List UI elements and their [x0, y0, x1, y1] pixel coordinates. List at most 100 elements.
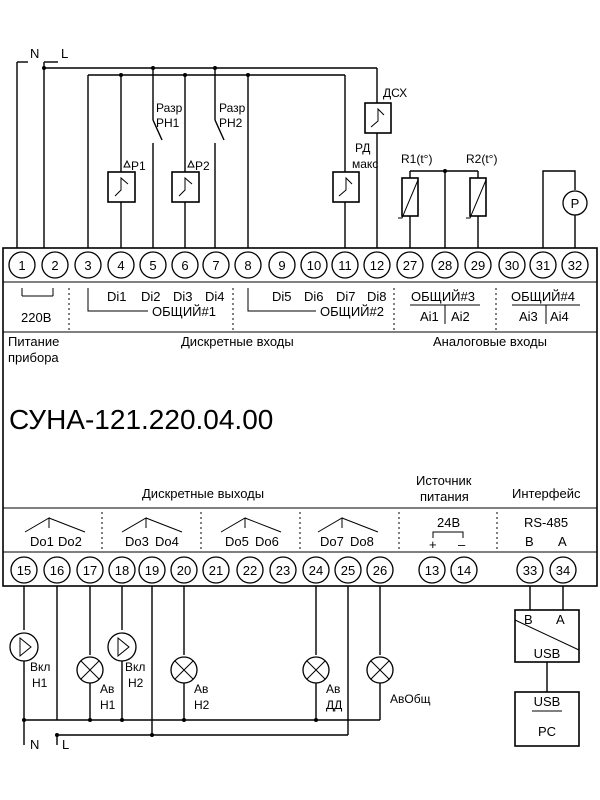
common4-label: ОБЩИЙ#4 — [511, 289, 575, 304]
power-caption-line2: прибора — [8, 350, 59, 365]
di8-label: Di8 — [367, 289, 387, 304]
vkl-h2-line2: H2 — [128, 676, 144, 690]
razr-rn2-line1: Разр — [219, 101, 246, 115]
di3-label: Di3 — [173, 289, 193, 304]
device-body — [2, 247, 598, 587]
pc-label: PC — [538, 724, 556, 739]
terminal-15-number: 15 — [17, 563, 31, 578]
ai1-label: Ai1 — [420, 309, 439, 324]
terminal-2-number: 2 — [51, 258, 58, 273]
do3-label: Do3 — [125, 534, 149, 549]
terminal-27-number: 27 — [403, 258, 417, 273]
n-label: N — [30, 46, 39, 61]
interface-caption: Интерфейс — [512, 486, 581, 501]
av-h1-line2: H1 — [100, 698, 116, 712]
common3-label: ОБЩИЙ#3 — [411, 289, 475, 304]
vkl-h1-line1: Вкл — [30, 660, 50, 674]
ai4-label: Ai4 — [550, 309, 569, 324]
terminal-8-number: 8 — [244, 258, 251, 273]
terminal-5-number: 5 — [149, 258, 156, 273]
terminal-9-number: 9 — [278, 258, 285, 273]
p1-switch: P1 — [107, 75, 146, 248]
terminal-7-number: 7 — [212, 258, 219, 273]
vkl-h1-line2: H1 — [32, 676, 48, 690]
pressure-sensor: P — [542, 170, 588, 248]
rd-max-switch: РД макс — [332, 75, 378, 248]
bottom-wiring: Вкл H1 Ав H1 Вкл H2 Ав H2 Ав ДД АвОбщ — [9, 586, 431, 752]
do5-label: Do5 — [225, 534, 249, 549]
terminal-28 — [431, 251, 459, 279]
terminal-29 — [464, 251, 492, 279]
terminal-27 — [396, 251, 424, 279]
terminal-34 — [549, 556, 577, 584]
n-label-bottom: N — [30, 737, 39, 752]
terminal-17 — [76, 556, 104, 584]
terminal-1 — [8, 251, 36, 279]
razr-rn2-contact: Разр PH2 — [214, 68, 246, 248]
terminal-22 — [236, 556, 264, 584]
terminal-11 — [331, 251, 359, 279]
terminal-14 — [450, 556, 478, 584]
terminal-4 — [107, 251, 135, 279]
r1-r2-sensors: R1(t°) R2(t°) — [398, 152, 497, 248]
v220-label: 220В — [21, 310, 51, 325]
terminal-3 — [74, 251, 102, 279]
rd-line1: РД — [355, 141, 370, 155]
terminal-19-number: 19 — [145, 563, 159, 578]
terminal-6 — [171, 251, 199, 279]
terminal-28-number: 28 — [438, 258, 452, 273]
analog-inputs-caption: Аналоговые входы — [433, 334, 547, 349]
terminal-34-number: 34 — [556, 563, 570, 578]
terminal-13-number: 13 — [425, 563, 439, 578]
p-sensor-label: P — [571, 196, 580, 211]
terminal-22-number: 22 — [243, 563, 257, 578]
terminal-10-number: 10 — [307, 258, 321, 273]
razr-rn1-line1: Разр — [156, 101, 183, 115]
common2-label: ОБЩИЙ#2 — [320, 304, 384, 319]
rs485-label: RS-485 — [524, 515, 568, 530]
di2-label: Di2 — [141, 289, 161, 304]
terminal-21 — [202, 556, 230, 584]
terminal-2 — [41, 251, 69, 279]
terminal-32 — [561, 251, 589, 279]
pc-usb-label: USB — [534, 694, 561, 709]
do4-label: Do4 — [155, 534, 179, 549]
terminal-16-number: 16 — [50, 563, 64, 578]
ai3-label: Ai3 — [519, 309, 538, 324]
l-label-bottom: L — [62, 737, 69, 752]
do7-label: Do7 — [320, 534, 344, 549]
power-caption-line1: Питание — [8, 334, 59, 349]
terminal-16 — [43, 556, 71, 584]
terminal-13 — [418, 556, 446, 584]
model-name: СУНА-121.220.04.00 — [9, 404, 273, 435]
terminal-20 — [170, 556, 198, 584]
di7-label: Di7 — [336, 289, 356, 304]
rs485-a-label: A — [558, 534, 567, 549]
terminal-25-number: 25 — [341, 563, 355, 578]
av-h1-line1: Ав — [100, 682, 114, 696]
terminal-9 — [268, 251, 296, 279]
do6-label: Do6 — [255, 534, 279, 549]
terminal-33-number: 33 — [523, 563, 537, 578]
di6-label: Di6 — [304, 289, 324, 304]
upper-row-labels: 220В Di1 Di2 Di3 Di4 ОБЩИЙ#1 Di5 Di6 Di7… — [21, 288, 580, 325]
razr-rn1-contact: Разр PH1 — [152, 68, 183, 248]
body-captions: Питание прибора Дискретные входы Аналого… — [8, 334, 581, 504]
terminal-30 — [498, 251, 526, 279]
terminal-31 — [529, 251, 557, 279]
do1-label: Do1 — [30, 534, 54, 549]
pc-box: USB PC — [514, 691, 580, 747]
rd-line2: макс — [352, 157, 378, 171]
usb-converter: B A USB — [514, 586, 580, 692]
p2-switch: P2 — [171, 75, 210, 248]
terminal-15 — [10, 556, 38, 584]
terminal-20-number: 20 — [177, 563, 191, 578]
razr-rn1-line2: PH1 — [156, 116, 180, 130]
v24-label: 24В — [437, 515, 460, 530]
terminal-23-number: 23 — [276, 563, 290, 578]
av-obsh-label: АвОбщ — [390, 692, 431, 706]
av-dd-line1: Ав — [326, 682, 340, 696]
dsx-label: ДСХ — [383, 86, 407, 100]
r1-label: R1(t°) — [401, 152, 432, 166]
common1-label: ОБЩИЙ#1 — [152, 304, 216, 319]
